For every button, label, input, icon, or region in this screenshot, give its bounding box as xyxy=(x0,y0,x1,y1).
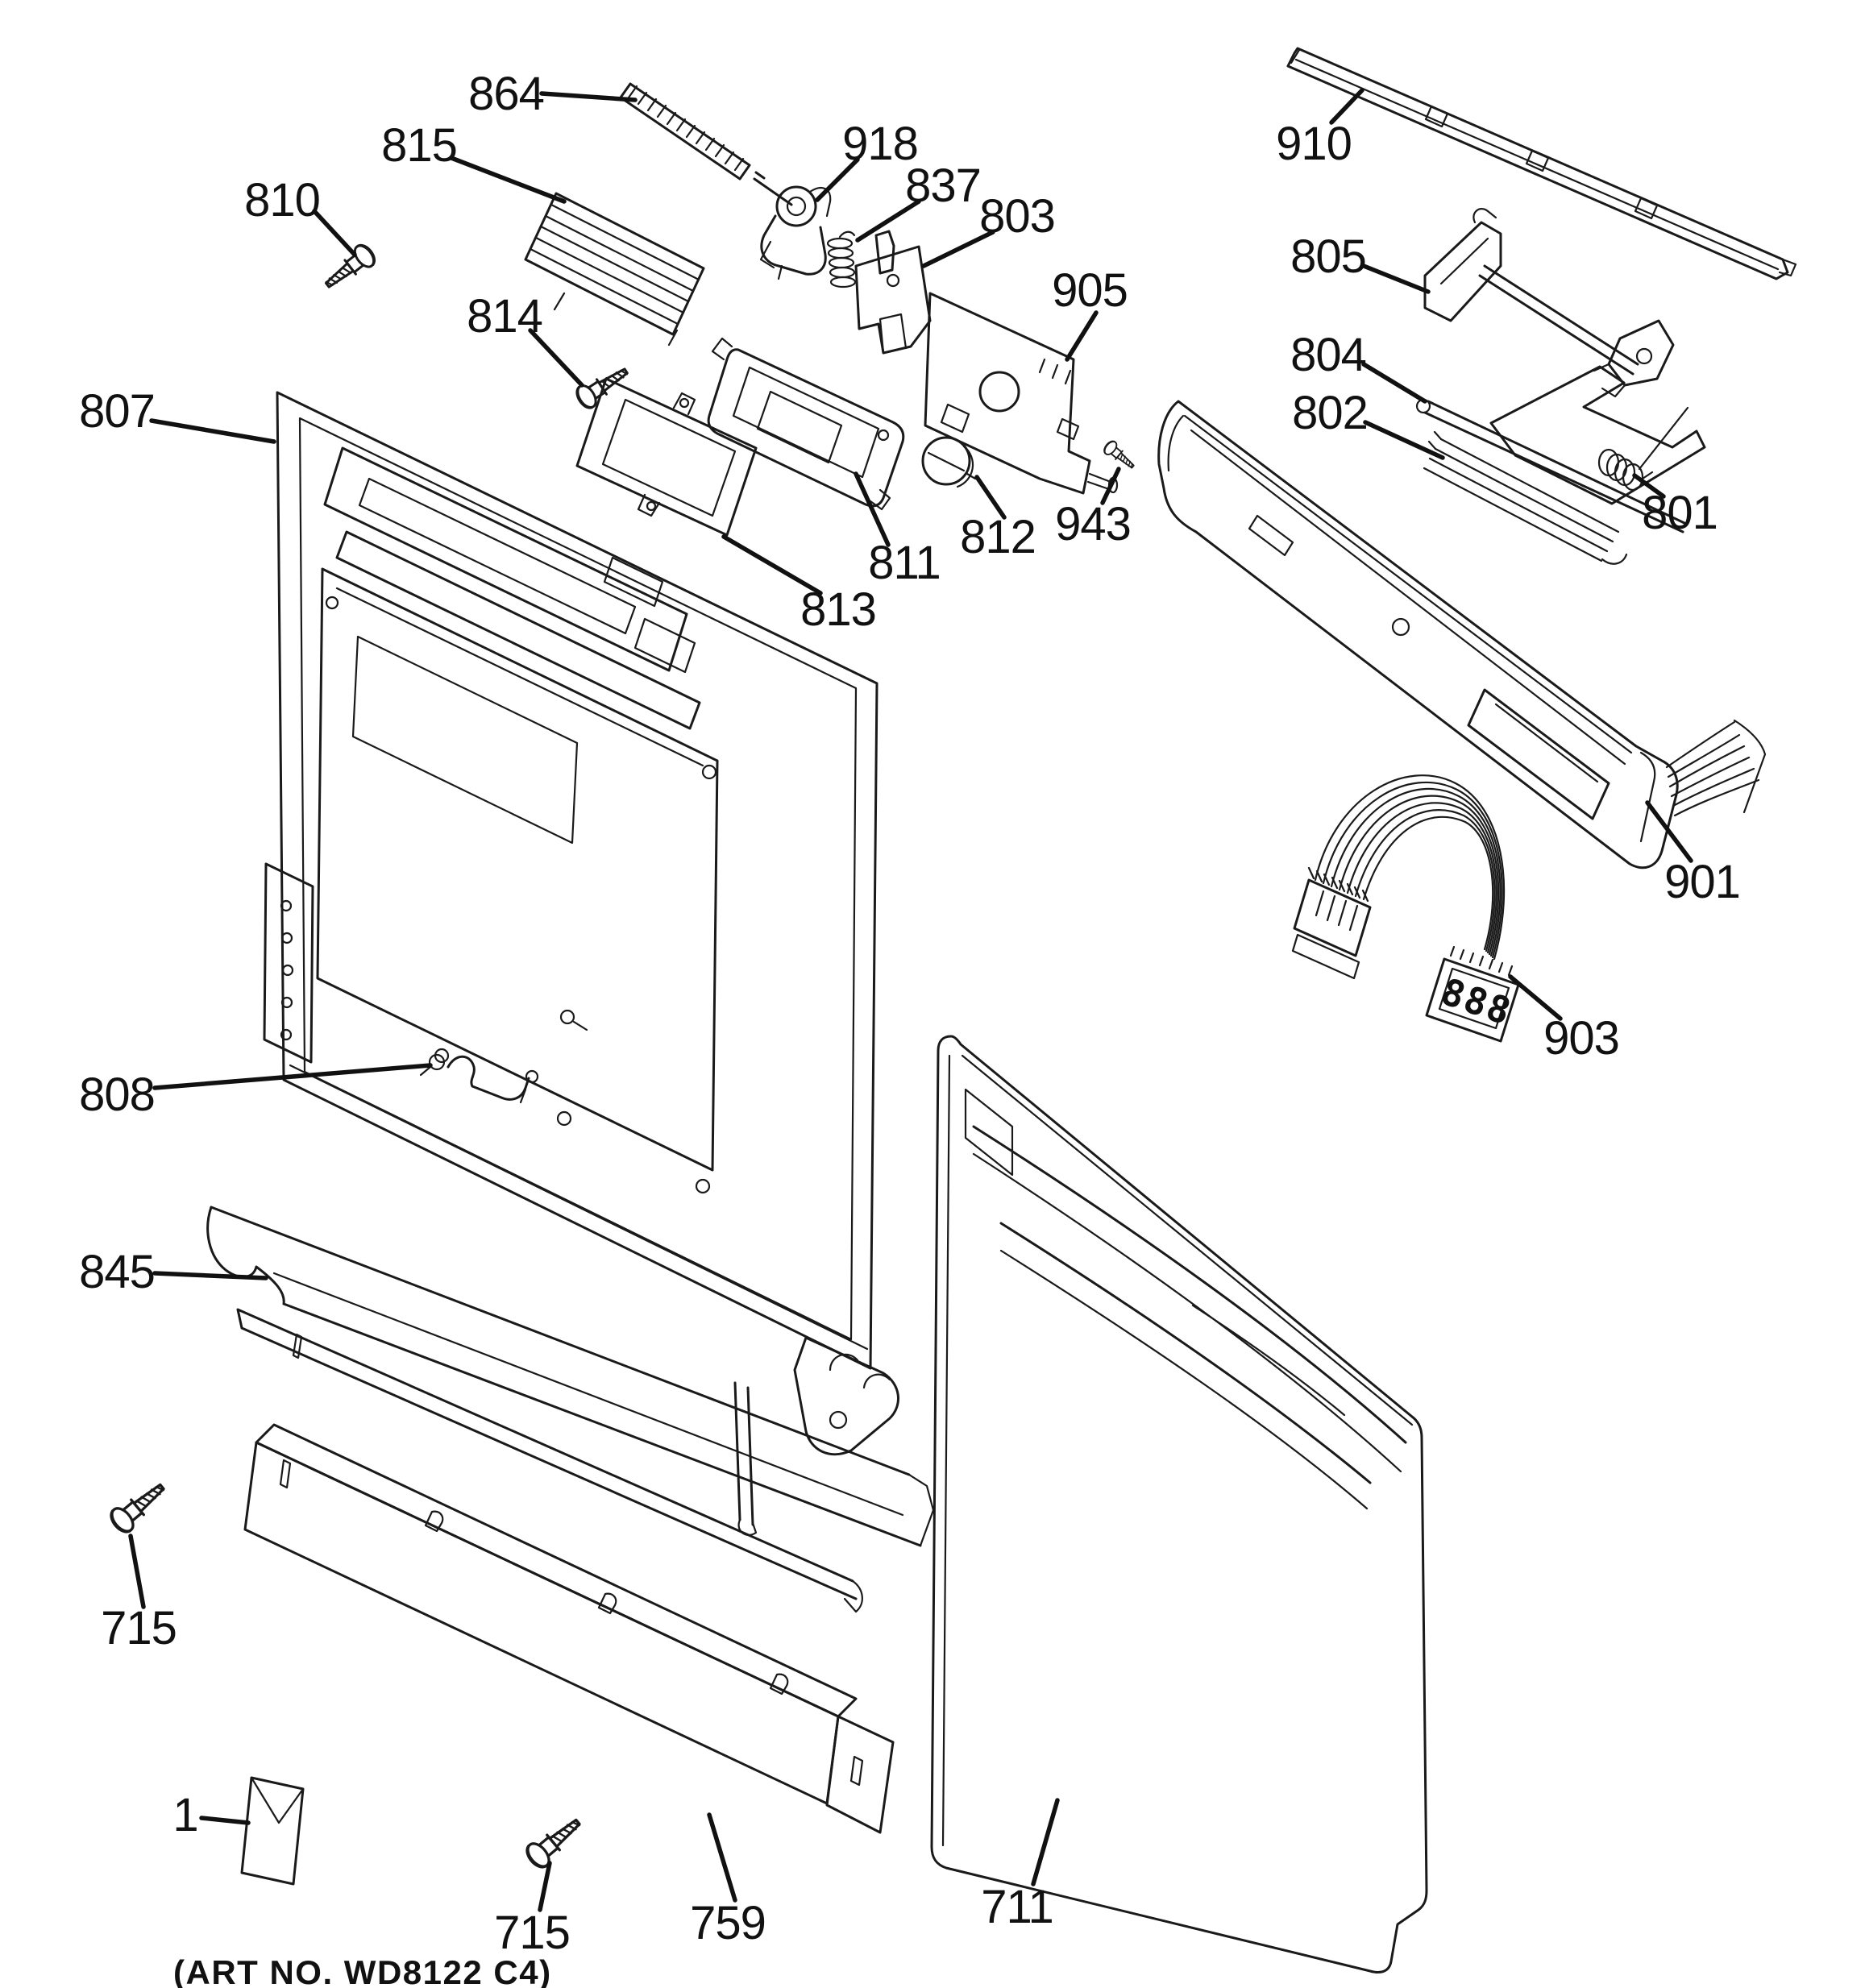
part-label-803: 803 xyxy=(979,190,1055,243)
leader-845 xyxy=(152,1271,268,1280)
part-label-837: 837 xyxy=(905,160,981,212)
leader-918 xyxy=(815,157,860,202)
part-802-insulation-strips xyxy=(1423,430,1628,565)
leader-811 xyxy=(854,471,891,547)
part-label-807: 807 xyxy=(79,385,155,438)
part-label-805: 805 xyxy=(1290,230,1366,283)
part-labels: 864 815 810 918 837 803 905 910 805 804 … xyxy=(79,68,1741,1959)
leader-803 xyxy=(921,230,995,268)
part-label-910: 910 xyxy=(1276,118,1352,170)
leader-711 xyxy=(1031,1798,1060,1886)
part-label-943: 943 xyxy=(1055,498,1131,550)
part-845-lower-trim xyxy=(206,1206,935,1547)
part-label-812: 812 xyxy=(960,511,1036,563)
part-label-845: 845 xyxy=(79,1246,155,1298)
leader-802 xyxy=(1363,420,1445,460)
part-label-864: 864 xyxy=(468,68,544,120)
leader-837 xyxy=(855,199,921,243)
leader-810 xyxy=(312,209,357,257)
part-label-905: 905 xyxy=(1052,264,1128,317)
leader-715a xyxy=(128,1534,146,1609)
leader-715b xyxy=(538,1861,552,1912)
leader-lines xyxy=(128,88,1693,1912)
leader-943 xyxy=(1100,467,1121,505)
part-837-spring xyxy=(826,230,857,288)
leader-801 xyxy=(1632,473,1666,499)
part-label-808: 808 xyxy=(79,1069,155,1121)
part-label-715-center: 715 xyxy=(494,1907,570,1959)
part-label-804: 804 xyxy=(1290,329,1366,381)
part-label-918: 918 xyxy=(842,118,918,170)
leader-901 xyxy=(1645,800,1693,863)
art-number-note: (ART NO. WD8122 C4) xyxy=(173,1953,552,1988)
leader-805 xyxy=(1361,264,1431,294)
part-910-top-trim-strip xyxy=(1286,47,1797,280)
part-805-latch-bracket xyxy=(1423,208,1675,398)
leader-812 xyxy=(974,475,1007,520)
part-807-inner-door-panel xyxy=(263,391,899,1536)
part-label-711: 711 xyxy=(981,1881,1053,1933)
part-715-screw-left xyxy=(106,1475,172,1538)
part-label-815: 815 xyxy=(381,119,457,172)
part-label-715-left: 715 xyxy=(101,1602,177,1654)
part-903-ribbon-cable-harness: 888 xyxy=(1291,774,1520,1043)
part-804-lift-link-rod xyxy=(1415,365,1706,533)
part-label-801: 801 xyxy=(1642,487,1718,539)
leader-910 xyxy=(1329,88,1364,125)
part-label-810: 810 xyxy=(244,174,320,226)
part-label-901: 901 xyxy=(1664,856,1740,908)
leader-815 xyxy=(449,156,567,204)
part-801-spring xyxy=(1597,406,1689,492)
leader-864 xyxy=(539,91,638,102)
leader-807 xyxy=(149,418,276,444)
part-711-outer-door-panel xyxy=(930,1035,1428,1973)
part-808-door-stop-clip xyxy=(419,1053,539,1104)
leader-814 xyxy=(528,328,584,388)
part-815-vent-grille xyxy=(524,192,705,347)
part-811-detergent-dispenser xyxy=(707,337,905,511)
part-803-latch-actuator xyxy=(854,230,932,355)
part-845-retainer-strip xyxy=(236,1308,863,1613)
part-label-903: 903 xyxy=(1543,1012,1619,1065)
part-label-759: 759 xyxy=(690,1897,766,1949)
part-813-dispenser-gasket xyxy=(575,377,758,537)
part-759-access-panel xyxy=(243,1423,895,1834)
leader-808 xyxy=(152,1063,433,1090)
part-812-dispenser-knob xyxy=(921,436,977,488)
leader-903 xyxy=(1508,974,1563,1021)
leader-1 xyxy=(199,1816,251,1825)
part-918-door-latch xyxy=(759,185,832,280)
part-715-screw-center xyxy=(521,1810,588,1873)
leader-804 xyxy=(1361,362,1427,404)
leader-759 xyxy=(707,1812,737,1903)
part-label-811: 811 xyxy=(868,537,940,589)
part-label-814: 814 xyxy=(467,290,542,342)
part-label-813: 813 xyxy=(800,583,876,636)
part-label-1: 1 xyxy=(172,1789,197,1841)
leader-813 xyxy=(721,534,823,596)
part-label-802: 802 xyxy=(1292,387,1368,439)
part-1-literature-envelope xyxy=(240,1776,305,1886)
display-module: 888 xyxy=(1425,945,1520,1043)
leader-905 xyxy=(1065,310,1099,362)
part-901-control-panel-escutcheon xyxy=(1157,400,1767,869)
part-864-vent-strip xyxy=(619,82,793,206)
